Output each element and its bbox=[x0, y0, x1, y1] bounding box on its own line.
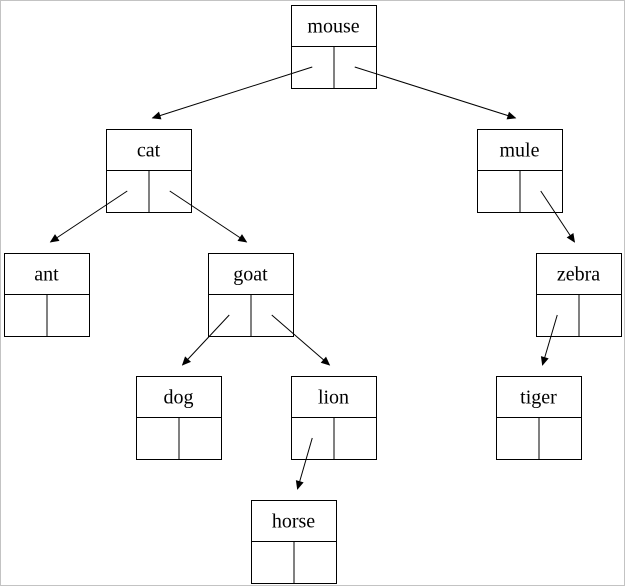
node-label-horse: horse bbox=[272, 511, 315, 533]
tree-edges bbox=[49, 66, 575, 490]
tree-node-tiger: tiger bbox=[496, 376, 582, 460]
tree-node-mouse: mouse bbox=[291, 5, 377, 89]
tree-nodes: mouse cat mule ant goat zebra dog lion tiger hors… bbox=[4, 5, 622, 584]
edge-mule-right-zebra bbox=[540, 190, 575, 243]
edge-mouse-right-mule bbox=[354, 66, 517, 120]
tree-node-mule: mule bbox=[477, 129, 563, 213]
tree-node-zebra: zebra bbox=[536, 253, 622, 337]
edge-goat-left-dog bbox=[181, 314, 230, 366]
node-label-lion: lion bbox=[318, 387, 349, 409]
edge-lion-left-horse bbox=[295, 437, 313, 490]
node-label-dog: dog bbox=[164, 387, 194, 409]
tree-node-lion: lion bbox=[291, 376, 377, 460]
node-label-cat: cat bbox=[137, 140, 161, 162]
tree-node-dog: dog bbox=[136, 376, 222, 460]
edge-goat-right-lion bbox=[271, 314, 331, 366]
node-label-mule: mule bbox=[500, 140, 540, 162]
edge-cat-left-ant bbox=[49, 190, 128, 243]
node-label-mouse: mouse bbox=[307, 16, 359, 38]
node-label-tiger: tiger bbox=[520, 387, 557, 409]
tree-node-ant: ant bbox=[4, 253, 90, 337]
edge-zebra-left-tiger bbox=[540, 314, 558, 366]
node-label-goat: goat bbox=[233, 264, 268, 286]
node-label-zebra: zebra bbox=[557, 264, 600, 286]
node-label-ant: ant bbox=[34, 264, 59, 286]
edge-cat-right-goat bbox=[169, 190, 248, 243]
edge-mouse-left-cat bbox=[151, 66, 313, 120]
tree-node-cat: cat bbox=[106, 129, 192, 213]
tree-node-horse: horse bbox=[251, 500, 337, 584]
